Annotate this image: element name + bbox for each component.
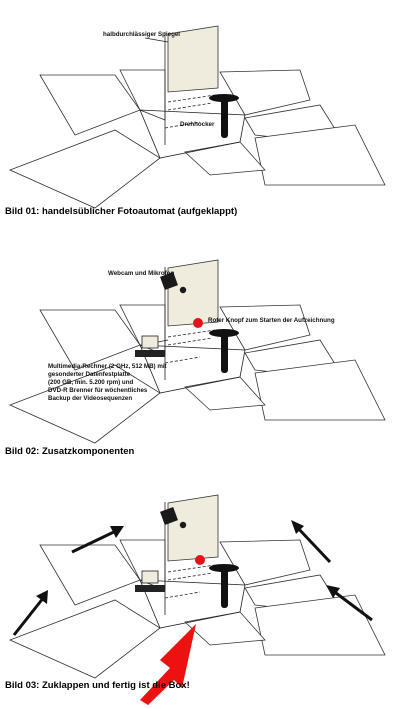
- figure-2: Webcam und Mikrofon Roter Knopf zum Star…: [5, 259, 386, 457]
- svg-text:Multimedia-Rechner (2 GHz, 512: Multimedia-Rechner (2 GHz, 512 MB) mit: [48, 363, 167, 370]
- label-webcam: Webcam und Mikrofon: [108, 270, 174, 277]
- label-stool: Drehhocker: [180, 121, 215, 128]
- red-button-icon: [195, 555, 205, 565]
- mirror-panel: [167, 259, 219, 327]
- figure-1: halbdurchlässiger Spiegel Drehhocker Bil…: [5, 25, 386, 217]
- svg-text:DVD-R Brenner für wöchentliche: DVD-R Brenner für wöchentliches: [48, 387, 148, 394]
- caption-figure-2: Bild 02: Zusatzkomponenten: [5, 446, 135, 457]
- computer-icon: [135, 335, 169, 357]
- svg-text:Backup der Videosequenzen: Backup der Videosequenzen: [48, 395, 132, 402]
- computer-icon: [135, 570, 165, 592]
- fold-arrow-icon: [71, 526, 124, 554]
- figure-3: Bild 03: Zuklappen und fertig ist die Bo…: [5, 494, 386, 705]
- caption-figure-3: Bild 03: Zuklappen und fertig ist die Bo…: [5, 680, 190, 691]
- label-computer: Multimedia-Rechner (2 GHz, 512 MB) mit g…: [48, 363, 167, 402]
- fold-arrow-icon: [291, 520, 332, 564]
- label-button: Roter Knopf zum Starten der Aufzeichnung: [208, 317, 335, 324]
- webcam-icon: [160, 507, 187, 529]
- mirror-panel: [167, 494, 219, 562]
- red-fold-arrow-icon: [140, 624, 196, 705]
- red-button-icon: [193, 318, 203, 328]
- svg-text:gesonderter Datenfestplatte: gesonderter Datenfestplatte: [48, 371, 131, 378]
- label-mirror: halbdurchlässiger Spiegel: [103, 31, 180, 38]
- svg-text:(200 GB, min. 5.200 rpm) und: (200 GB, min. 5.200 rpm) und: [48, 379, 133, 386]
- caption-figure-1: Bild 01: handelsüblicher Fotoautomat (au…: [5, 206, 237, 217]
- webcam-icon: [160, 272, 187, 294]
- mirror-panel: [167, 25, 219, 93]
- fold-arrow-icon: [326, 585, 373, 622]
- fold-arrow-icon: [12, 590, 48, 636]
